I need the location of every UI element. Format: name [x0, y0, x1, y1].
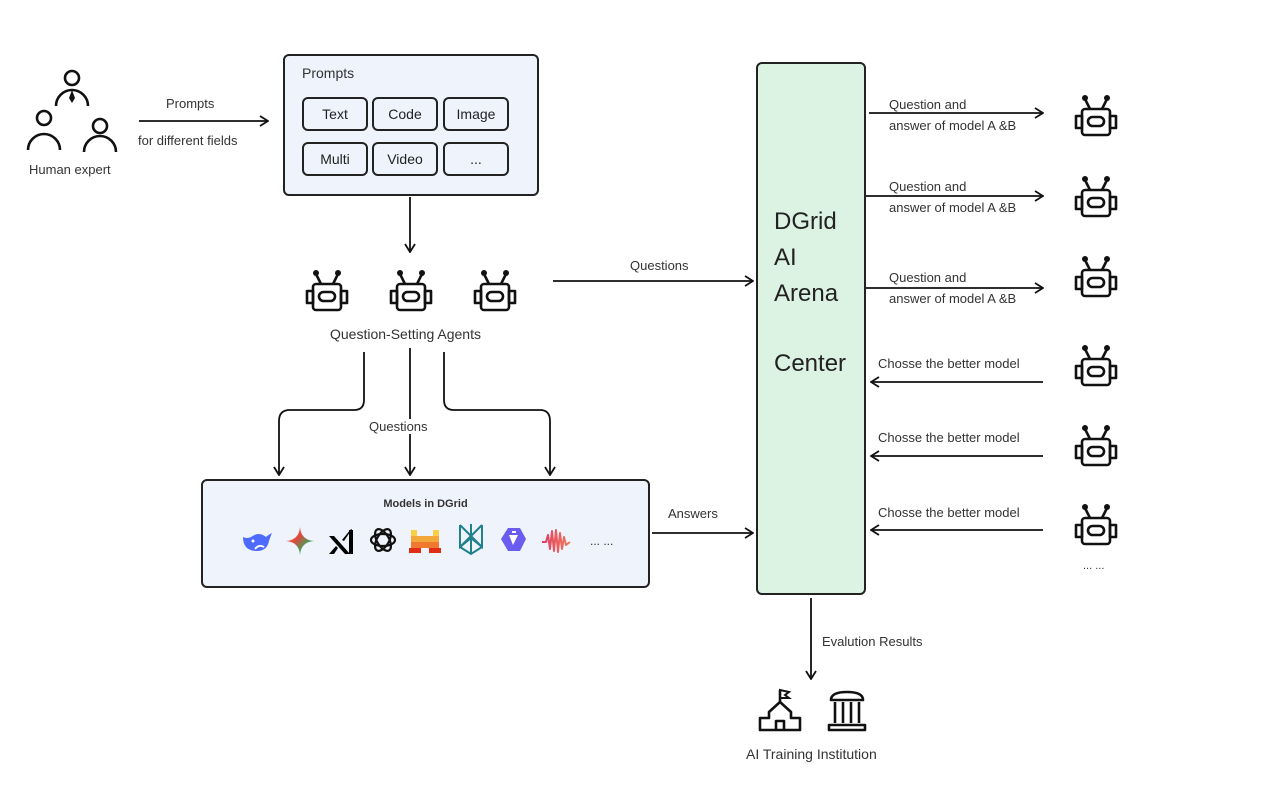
robot-icon — [304, 268, 350, 312]
incoming-label-3: Chosse the better model — [878, 505, 1020, 520]
outgoing-label-3-line1: Question and — [889, 270, 967, 285]
robot-icon — [1073, 423, 1119, 467]
outgoing-label-3-line2: answer of model A &B — [889, 291, 1017, 306]
robot-icon — [1073, 343, 1119, 387]
incoming-label-2: Chosse the better model — [878, 430, 1020, 445]
models-box-title: Models in DGrid — [383, 498, 468, 510]
robot-icon — [1073, 174, 1119, 218]
school-icon — [757, 688, 803, 737]
institution-building-icon — [826, 688, 868, 737]
prompt-chip-video[interactable]: Video — [372, 142, 438, 176]
prompt-chip-multi[interactable]: Multi — [302, 142, 368, 176]
arrow-agent1-to-models — [279, 352, 365, 475]
institution-label: AI Training Institution — [746, 746, 877, 762]
incoming-label-1: Chosse the better model — [878, 356, 1020, 371]
human-expert-label: Human expert — [29, 162, 111, 177]
robot-icon — [388, 268, 434, 312]
prompt-chip-code[interactable]: Code — [372, 97, 438, 131]
prompts-box-title: Prompts — [302, 65, 355, 81]
robot-icon — [1073, 502, 1119, 546]
answers-label: Answers — [668, 506, 718, 521]
people-group-icon — [24, 68, 124, 163]
audio-wave-logo — [540, 526, 572, 556]
models-box: Models in DGrid — [201, 479, 650, 588]
gemini-logo — [284, 526, 316, 556]
outgoing-label-2-line1: Question and — [889, 179, 967, 194]
arena-line-2: AI — [774, 244, 797, 271]
prompt-chip-more[interactable]: ... — [443, 142, 509, 176]
arena-center-box: DGrid AI Arena Center — [756, 62, 866, 595]
fields-arrow-label: for different fields — [138, 133, 238, 148]
deepseek-logo — [241, 526, 273, 556]
robot-icon — [472, 268, 518, 312]
arena-line-3: Arena — [774, 280, 839, 307]
prompt-chip-text[interactable]: Text — [302, 97, 368, 131]
robot-icon — [1073, 254, 1119, 298]
agents-label: Question-Setting Agents — [330, 326, 481, 342]
arena-line-4: Center — [774, 350, 847, 377]
outgoing-label-1-line2: answer of model A &B — [889, 118, 1017, 133]
arena-line-1: DGrid — [774, 208, 837, 235]
questions-to-arena-label: Questions — [630, 258, 689, 273]
xai-logo — [325, 526, 357, 556]
qwen-logo — [497, 525, 529, 555]
evaluation-results-label: Evalution Results — [822, 634, 923, 649]
more-models-label: ... ... — [590, 534, 614, 548]
mistral-logo — [409, 526, 441, 556]
prompts-arrow-label: Prompts — [166, 96, 215, 111]
prompt-chip-image[interactable]: Image — [443, 97, 509, 131]
outgoing-label-1-line1: Question and — [889, 97, 967, 112]
perplexity-logo — [455, 524, 487, 556]
openai-logo — [367, 525, 399, 555]
outgoing-label-2-line2: answer of model A &B — [889, 200, 1017, 215]
arrow-agent3-to-models — [443, 352, 550, 475]
robot-icon — [1073, 93, 1119, 137]
more-evaluators-label: ... ... — [1083, 560, 1105, 572]
questions-to-models-label: Questions — [369, 419, 428, 434]
